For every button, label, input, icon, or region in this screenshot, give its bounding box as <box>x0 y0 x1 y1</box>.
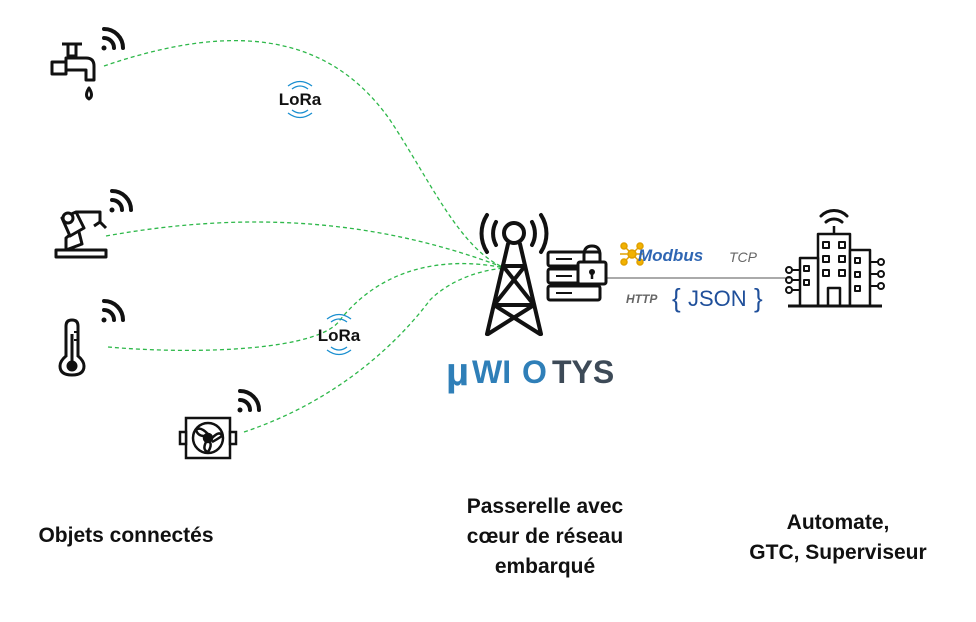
gateway-line-3: embarqué <box>494 555 596 578</box>
json-text: JSON <box>688 286 747 311</box>
lora-logo: LoRa <box>318 313 361 356</box>
modbus-network-icon <box>620 242 644 266</box>
connected-objects-text: Objets connectés <box>38 524 214 547</box>
supervisor-line-2: GTC, Superviseur <box>749 541 927 564</box>
link-robot <box>105 221 506 269</box>
uwiotys-logo: µ WI O TYS <box>446 350 614 394</box>
wifi-signal-icon <box>237 389 261 413</box>
tcp-text: TCP <box>729 249 758 265</box>
link-thermo <box>107 262 506 352</box>
lora-links <box>103 39 506 433</box>
water-tap-icon <box>50 42 96 101</box>
link-tap <box>103 39 506 269</box>
lora-logo: LoRa <box>279 80 322 119</box>
robot-arm-icon <box>54 210 108 259</box>
secure-server-icon <box>546 244 608 302</box>
modbus-text: Modbus <box>638 246 703 265</box>
logo-mu: µ <box>446 350 469 394</box>
gateway-line-1: Passerelle avec <box>466 495 624 518</box>
supervisor-label: Automate, GTC, Superviseur <box>718 508 958 568</box>
supervisor-line-1: Automate, <box>786 511 890 534</box>
thermometer-icon <box>58 318 86 377</box>
lora-text: LoRa <box>318 326 361 345</box>
json-brace-open: { <box>672 283 681 313</box>
gateway-label: Passerelle avec cœur de réseau embarqué <box>420 492 670 582</box>
http-json-logo: HTTP { JSON } <box>626 283 763 313</box>
json-brace-close: } <box>754 283 763 313</box>
gateway-line-2: cœur de réseau <box>466 525 624 548</box>
wifi-signal-icon <box>109 189 133 213</box>
wifi-signal-icon <box>101 299 125 323</box>
antenna-tower-icon <box>479 213 549 336</box>
connected-objects-label: Objets connectés <box>10 521 242 551</box>
smart-building-icon <box>785 209 885 308</box>
fan-icon <box>178 416 238 460</box>
link-fan <box>243 267 506 433</box>
logo-tys: TYS <box>552 354 614 390</box>
modbus-tcp-logo: Modbus TCP <box>620 242 758 266</box>
http-text: HTTP <box>626 292 658 306</box>
logo-wi: WI <box>472 354 511 390</box>
lora-text: LoRa <box>279 90 322 109</box>
logo-o: O <box>522 354 547 390</box>
wifi-signal-icon <box>101 27 125 51</box>
